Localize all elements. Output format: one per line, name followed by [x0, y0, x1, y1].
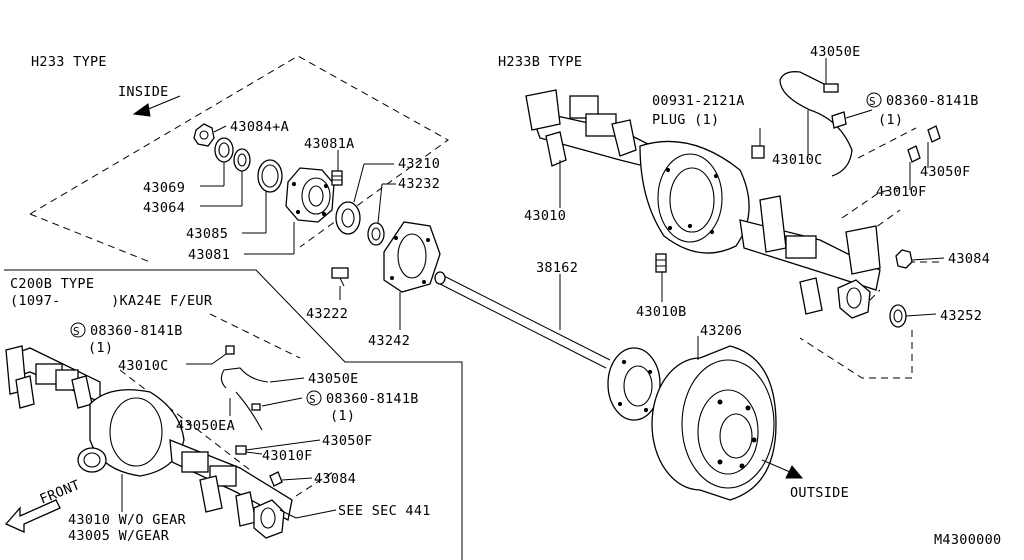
- callout-43081: 43081: [188, 247, 230, 263]
- callout-43222: 43222: [306, 306, 348, 322]
- callout-43232: 43232: [398, 176, 440, 192]
- svg-text:S: S: [73, 325, 80, 338]
- callout-43010-top: 43010: [524, 208, 566, 224]
- callout-43084-left: 43084: [314, 471, 356, 487]
- axle-hub-part: [285, 167, 335, 223]
- h233b-type-label: H233B TYPE: [498, 54, 582, 70]
- callout-43050e-top: 43050E: [810, 44, 861, 60]
- callout-43085: 43085: [186, 226, 228, 242]
- outside-arrow-icon: [761, 459, 804, 479]
- callout-43081a: 43081A: [304, 136, 355, 152]
- bearing-spacer-part: [367, 222, 385, 246]
- callout-08360-left-qty: (1): [88, 340, 113, 356]
- callout-08360-top-qty: (1): [878, 112, 903, 128]
- h233b-axle-housing: [525, 71, 941, 328]
- axle-shaft-and-drum: [434, 271, 777, 501]
- plate-bolt-part: [331, 267, 349, 287]
- callout-00931-2121a: 00931-2121A: [652, 93, 745, 109]
- callout-38162: 38162: [536, 260, 578, 276]
- c200b-note-label: (1097- )KA24E F/EUR: [10, 293, 213, 309]
- callout-43010c-top: 43010C: [772, 152, 823, 168]
- callout-43050e-left: 43050E: [308, 371, 359, 387]
- callout-08360-mid: 08360-8141B: [326, 391, 419, 407]
- svg-text:S: S: [869, 95, 876, 108]
- h233-type-label: H233 TYPE: [31, 54, 107, 70]
- c200b-axle-housing: [5, 345, 297, 539]
- axle-shaft-part: [434, 271, 661, 421]
- callout-43050f-left: 43050F: [322, 433, 373, 449]
- callout-43242: 43242: [368, 333, 410, 349]
- washer-part: [233, 148, 251, 172]
- front-arrow-icon: [4, 499, 61, 534]
- callout-43069: 43069: [143, 180, 185, 196]
- leader-lines: [121, 58, 945, 519]
- wheel-bearing-part: [335, 201, 361, 235]
- callout-08360-top: 08360-8141B: [886, 93, 979, 109]
- brake-drum-part: [651, 345, 777, 501]
- callout-43084-top: 43084: [948, 251, 990, 267]
- callout-43252: 43252: [940, 308, 982, 324]
- callout-43210: 43210: [398, 156, 440, 172]
- front-label: FRONT: [38, 477, 83, 508]
- callout-43010b: 43010B: [636, 304, 687, 320]
- c200b-type-label: C200B TYPE: [10, 276, 94, 292]
- inside-label: INSIDE: [118, 84, 169, 100]
- callout-43206: 43206: [700, 323, 742, 339]
- svg-text:S: S: [309, 393, 316, 406]
- screw-symbol-icon: S: [306, 390, 322, 406]
- lock-washer-part: [214, 137, 234, 163]
- hub-bolt-part: [331, 170, 343, 186]
- lock-nut-part: [193, 123, 215, 147]
- callout-43050ea: 43050EA: [176, 418, 235, 434]
- callout-43005-w-gear: 43005 W/GEAR: [68, 528, 170, 544]
- h233-hub-assembly: [193, 123, 441, 293]
- backing-plate-part: [383, 221, 441, 293]
- diagram-id-label: M4300000: [934, 532, 1001, 548]
- oil-seal-part: [257, 159, 283, 193]
- direction-arrows: [4, 95, 804, 534]
- callout-08360-left: 08360-8141B: [90, 323, 183, 339]
- screw-symbol-icon: S: [70, 322, 86, 338]
- screw-symbol-icon: S: [866, 92, 882, 108]
- callout-43064: 43064: [143, 200, 185, 216]
- callout-see-sec-441: SEE SEC 441: [338, 503, 431, 519]
- callout-plug: PLUG (1): [652, 112, 719, 128]
- inside-arrow-icon: [132, 95, 181, 117]
- callout-43010c-left: 43010C: [118, 358, 169, 374]
- callout-43010-wo-gear: 43010 W/O GEAR: [68, 512, 187, 528]
- callout-43050f-top: 43050F: [920, 164, 971, 180]
- callout-43010f-top: 43010F: [876, 184, 927, 200]
- callout-43010f-left: 43010F: [262, 448, 313, 464]
- outside-label: OUTSIDE: [790, 485, 849, 501]
- callout-43084a: 43084+A: [230, 119, 289, 135]
- section-frames: [4, 55, 940, 560]
- callout-08360-mid-qty: (1): [330, 408, 355, 424]
